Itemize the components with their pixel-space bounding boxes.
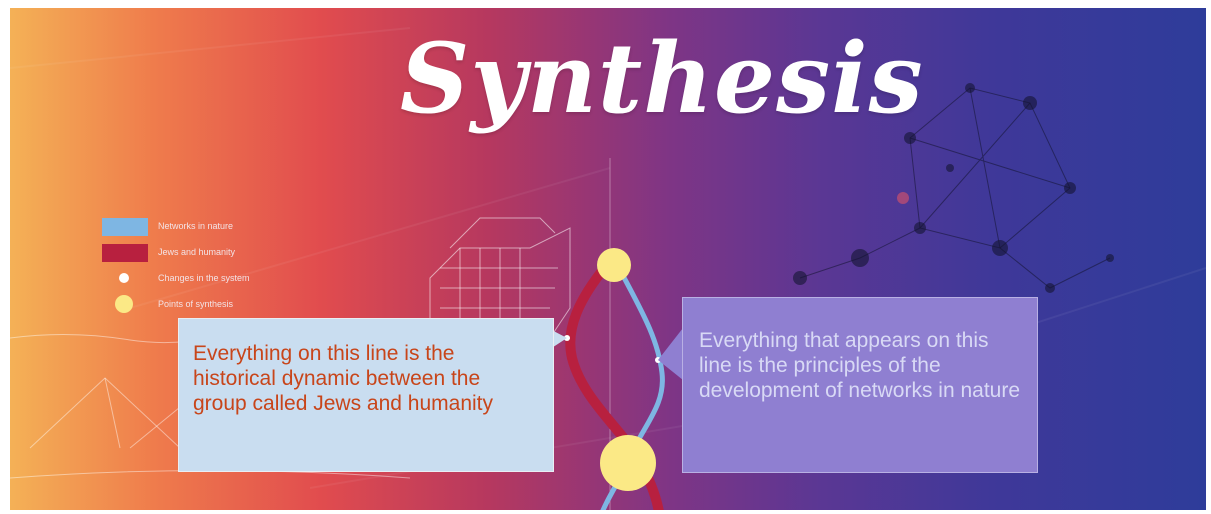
network-accent-node [897, 192, 909, 204]
left-callout: Everything on this line is the historica… [178, 318, 554, 472]
legend-swatch-blue [102, 218, 148, 236]
legend-label: Networks in nature [158, 221, 234, 231]
right-callout-pointer [658, 328, 683, 380]
right-callout: Everything that appears on this line is … [682, 297, 1038, 473]
synthesis-point-bottom [600, 435, 656, 491]
legend-swatch-red [102, 244, 148, 262]
page-title: Synthesis [400, 22, 924, 135]
jews-humanity-line [565, 261, 664, 510]
legend-dot-yellow [115, 295, 133, 313]
network-nodes [793, 83, 1114, 293]
legend-label: Jews and humanity [158, 247, 236, 257]
synthesis-banner: Synthesis Networks in nature Jews and hu… [10, 8, 1206, 510]
legend-label: Points of synthesis [158, 299, 234, 309]
legend-dot-white [119, 273, 129, 283]
legend-label: Changes in the system [158, 273, 250, 283]
synthesis-point-top [597, 248, 631, 282]
